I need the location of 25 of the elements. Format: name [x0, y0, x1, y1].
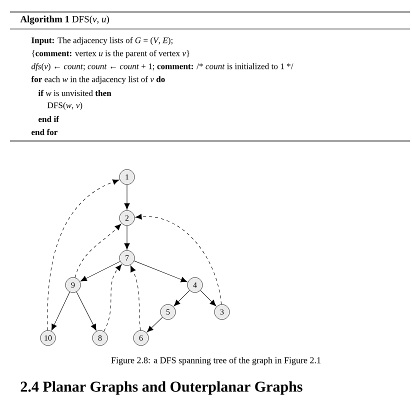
arrow [146, 317, 163, 332]
algorithm-line: {comment: vertex u is the parent of vertex v} [32, 50, 190, 58]
algorithm-line: end for [32, 128, 58, 136]
arrow [200, 290, 216, 306]
arrow [124, 225, 130, 250]
algorithm-line: end if [38, 116, 60, 122]
algorithm-line: DFS(w, v) [47, 102, 82, 110]
algorithm-header: Algorithm 1 DFS(v, u) [20, 16, 109, 24]
section-heading: 2.4 Planar Graphs and Outerplanar Graphs [20, 381, 302, 395]
algorithm-line: if w is unvisited then [38, 90, 112, 96]
arrow [104, 264, 122, 332]
arrow [80, 261, 120, 282]
arrow [134, 260, 188, 282]
arrow [130, 266, 141, 331]
figure-caption: Figure 2.8: a DFS spanning tree of the graph in Figure 2.1 [111, 356, 320, 366]
arrow [135, 214, 222, 305]
algorithm-line: Input: The adjacency lists of G = (V, E); [31, 37, 172, 45]
arrow [76, 292, 96, 331]
arrow [74, 224, 122, 278]
arrow [124, 184, 130, 210]
arrow [47, 179, 120, 331]
arrow [174, 290, 190, 306]
arrow [51, 292, 70, 330]
algorithm-line: for each w in the adjacency list of v do [31, 76, 165, 84]
algorithm-line: dfs(v) ← count; count ← count + 1; comment: /* count is initialized to 1 */ [31, 63, 294, 71]
